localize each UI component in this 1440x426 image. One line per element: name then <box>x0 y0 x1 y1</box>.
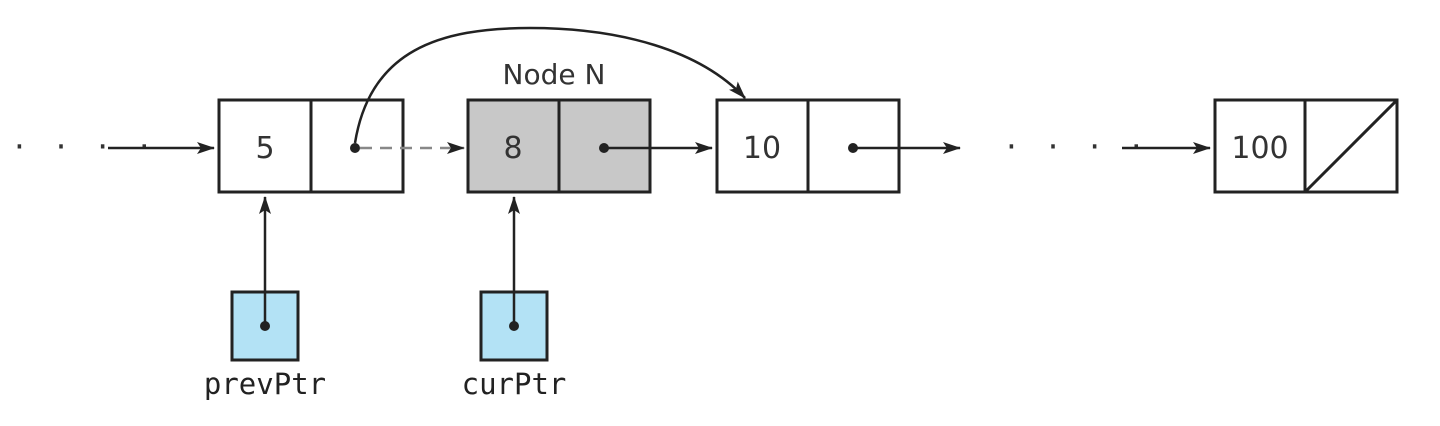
node-10: 10 <box>715 98 901 194</box>
bypass-link-curve <box>353 26 746 144</box>
curptr-pointer: curPtr <box>462 196 567 401</box>
node-5: 5 <box>217 98 405 194</box>
node-8: 8 <box>466 98 652 194</box>
node-100-value: 100 <box>1231 131 1288 166</box>
middle-ellipsis: · · · · <box>1006 127 1152 167</box>
prevptr-pointer: prevPtr <box>204 196 326 401</box>
node-100: 100 <box>1213 98 1399 194</box>
prevptr-label: prevPtr <box>204 367 326 401</box>
node-5-value: 5 <box>255 131 274 166</box>
null-pointer-slash <box>1303 98 1399 194</box>
node-n-label: Node N <box>503 58 606 91</box>
node-8-value: 8 <box>503 131 522 166</box>
node-10-value: 10 <box>743 131 781 166</box>
curptr-label: curPtr <box>462 367 567 401</box>
node-5-next-dot <box>350 143 360 153</box>
